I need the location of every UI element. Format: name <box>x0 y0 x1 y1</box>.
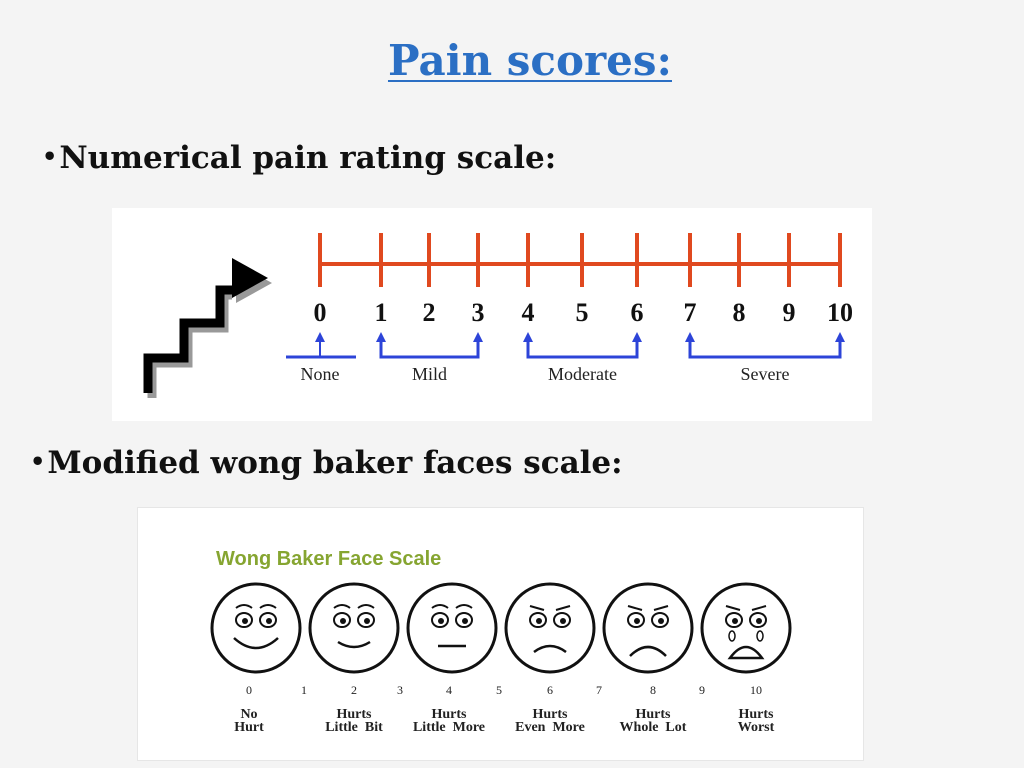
scale-number: 6 <box>631 298 644 327</box>
face-score: 7 <box>596 683 602 697</box>
face-label-line2: Little Bit <box>325 720 383 735</box>
face-label-line2: Even More <box>515 720 585 735</box>
face-10-icon <box>700 582 792 674</box>
scale-number: 8 <box>733 298 746 327</box>
face-label-line2: Little More <box>413 720 485 735</box>
face-score: 9 <box>699 683 705 697</box>
face-8-icon <box>602 582 694 674</box>
bullet-wong-label: Modified wong baker faces scale: <box>47 445 623 481</box>
face-label-line1: Hurts <box>337 707 373 722</box>
face-label-line1: Hurts <box>432 707 468 722</box>
scale-group-moderate: Moderate <box>523 332 642 384</box>
bullet-wong-baker-scale: •Modified wong baker faces scale: <box>30 445 623 481</box>
face-4-icon <box>406 582 498 674</box>
face-label-line1: No <box>240 707 257 722</box>
face-label-line1: Hurts <box>636 707 672 722</box>
face-score: 4 <box>446 683 452 697</box>
scale-group-label: Mild <box>412 364 447 384</box>
staircase-arrow-icon <box>143 258 272 398</box>
bullet-dot: • <box>30 447 46 476</box>
face-score: 5 <box>496 683 502 697</box>
face-label-line2: Whole Lot <box>620 720 687 735</box>
scale-group-label: Severe <box>741 364 790 384</box>
face-score: 10 <box>750 683 762 697</box>
face-6-icon <box>504 582 596 674</box>
numerical-scale-graphic: 0 1 2 3 4 5 6 7 8 9 10 None Mild Moderate Severe <box>143 233 854 398</box>
scale-group-mild: Mild <box>376 332 483 384</box>
scale-number: 9 <box>783 298 796 327</box>
scale-group-label: Moderate <box>548 364 617 384</box>
scale-ruler <box>318 233 842 287</box>
face-label-line2: Worst <box>738 720 775 735</box>
face-label-line2: Hurt <box>234 720 264 735</box>
face-score: 2 <box>351 683 357 697</box>
face-label-line1: Hurts <box>533 707 569 722</box>
scale-group-none: None <box>286 332 356 384</box>
face-scores: 0 1 2 3 4 5 6 7 8 9 10 <box>246 683 762 697</box>
scale-number: 2 <box>423 298 436 327</box>
scale-numbers: 0 1 2 3 4 5 6 7 8 9 10 <box>314 298 854 327</box>
bullet-numerical-label: Numerical pain rating scale: <box>59 140 557 176</box>
bullet-dot: • <box>42 142 58 171</box>
face-label-line1: Hurts <box>739 707 775 722</box>
face-score: 8 <box>650 683 656 697</box>
face-score: 0 <box>246 683 252 697</box>
face-2-icon <box>308 582 400 674</box>
scale-number: 10 <box>827 298 853 327</box>
scale-number: 0 <box>314 298 327 327</box>
scale-number: 4 <box>522 298 535 327</box>
face-score: 1 <box>301 683 307 697</box>
scale-number: 5 <box>576 298 589 327</box>
bullet-numerical-scale: •Numerical pain rating scale: <box>42 140 556 176</box>
face-score: 3 <box>397 683 403 697</box>
scale-groups: None Mild Moderate Severe <box>286 332 845 384</box>
numerical-rating-scale-image: 0 1 2 3 4 5 6 7 8 9 10 None Mild Moderate Severe <box>112 208 872 421</box>
wong-baker-title: Wong Baker Face Scale <box>216 548 442 570</box>
face-0-icon <box>210 582 302 674</box>
scale-number: 7 <box>684 298 697 327</box>
scale-group-severe: Severe <box>685 332 845 384</box>
scale-number: 3 <box>472 298 485 327</box>
faces-row <box>210 582 792 674</box>
face-score: 6 <box>547 683 553 697</box>
scale-number: 1 <box>375 298 388 327</box>
page-title: Pain scores: <box>387 36 672 85</box>
scale-group-label: None <box>301 364 340 384</box>
